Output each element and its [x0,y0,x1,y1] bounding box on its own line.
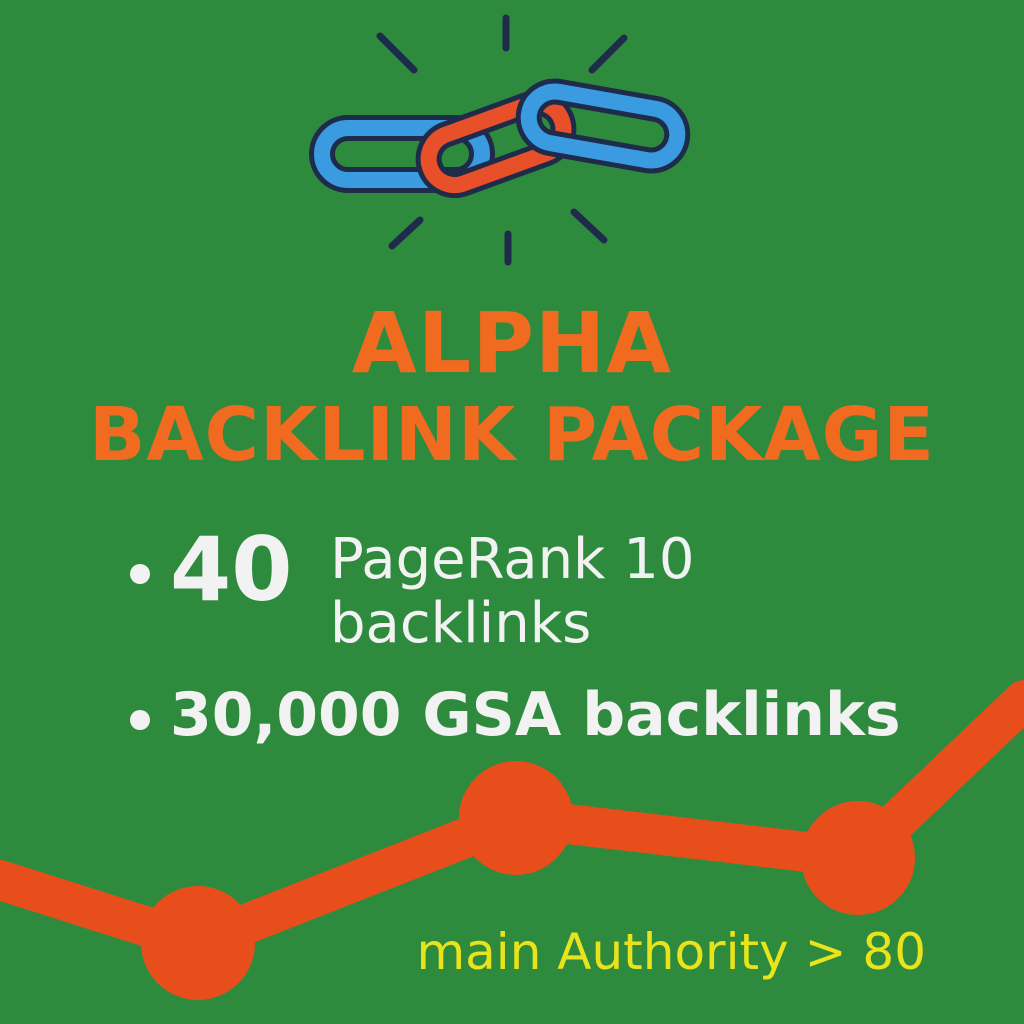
feature-text: 30,000 GSA backlinks [170,680,901,750]
feature-text: PageRank 10 backlinks [330,527,695,656]
bullet-icon [130,564,150,584]
spark-lines [376,14,628,266]
trend-segment [496,798,878,878]
chain-middle-link [415,89,577,199]
trend-segment [0,860,218,963]
title-line-1: ALPHA [351,294,673,392]
bullet-icon [130,710,150,730]
domain-authority-note: main Authority > 80 [416,923,926,981]
chain-left-link [309,115,495,193]
trend-point [801,801,915,915]
feature-number: 40 [170,518,293,621]
trend-point [141,886,255,1000]
title-line-2: BACKLINK PACKAGE [89,392,935,478]
chain-link-icon [309,14,691,266]
trend-point [459,761,573,875]
chain-right-link [515,78,691,174]
